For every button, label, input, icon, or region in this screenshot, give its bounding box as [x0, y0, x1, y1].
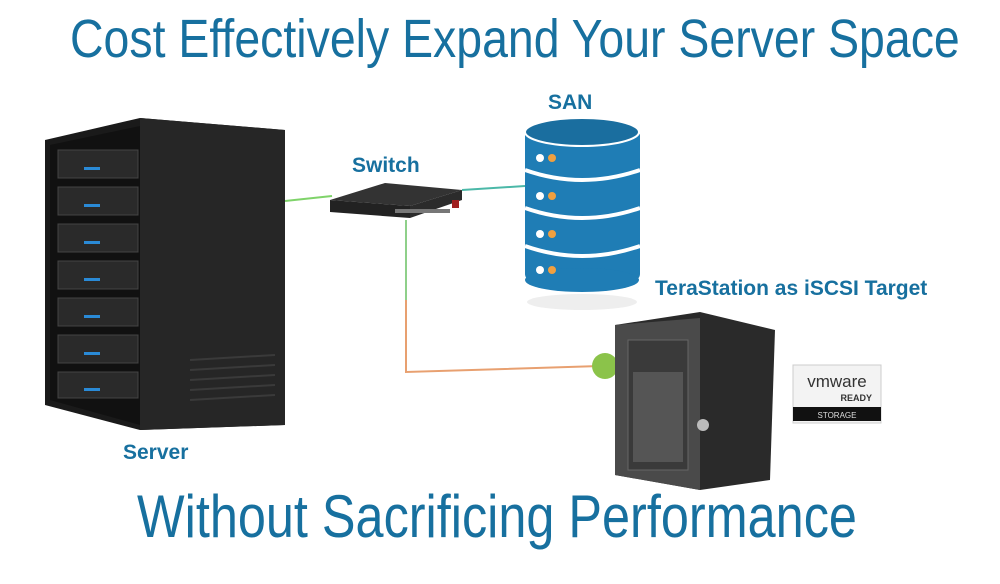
switch-icon	[330, 183, 462, 218]
switch-label: Switch	[352, 154, 420, 177]
terastation-label: TeraStation as iSCSI Target	[655, 277, 928, 300]
san-storage-icon	[524, 117, 641, 310]
terastation-nas-icon	[615, 312, 775, 490]
san-label: SAN	[548, 91, 593, 114]
svg-text:STORAGE: STORAGE	[818, 411, 857, 420]
server-rack-icon	[45, 118, 285, 430]
svg-text:vmware: vmware	[807, 372, 867, 391]
server-label: Server	[123, 441, 189, 464]
svg-text:READY: READY	[840, 393, 872, 403]
tagline: Without Sacrificing Performance	[137, 483, 857, 550]
link-server-switch	[284, 195, 333, 202]
link-switch-san	[461, 185, 526, 191]
vmware-ready-badge: vmware READY STORAGE	[792, 364, 882, 424]
page-title: Cost Effectively Expand Your Server Spac…	[70, 9, 960, 69]
connection-dot	[592, 353, 618, 379]
